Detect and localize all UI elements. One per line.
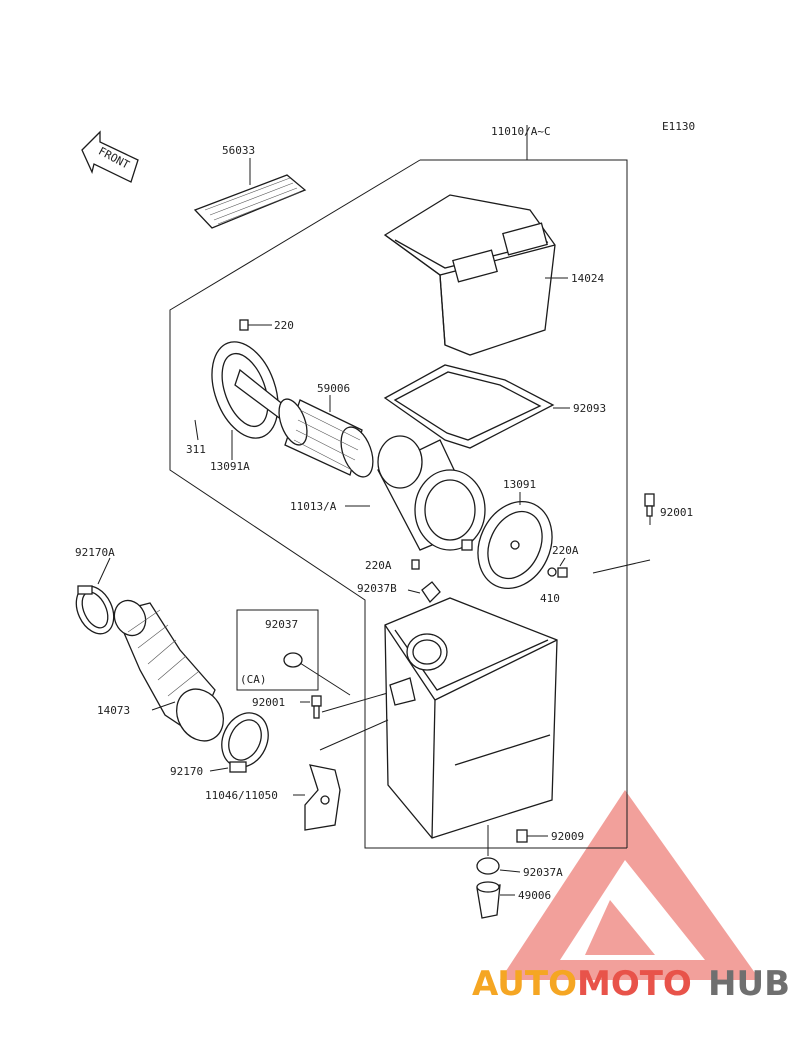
label-11013: 11013/A — [290, 500, 337, 513]
part-14073-duct — [113, 599, 225, 742]
label-14024: 14024 — [571, 272, 604, 285]
label-220-top: 220 — [274, 319, 294, 332]
label-CA: (CA) — [240, 673, 267, 686]
part-92001-right-bolt — [592, 493, 655, 574]
label-56033: 56033 — [222, 144, 255, 157]
label-49006: 49006 — [518, 889, 551, 902]
label-92170A: 92170A — [75, 546, 115, 559]
part-59006-element — [278, 395, 374, 478]
diagram-code: E1130 — [662, 120, 695, 133]
part-92170A-clamp — [75, 557, 115, 635]
label-13091: 13091 — [503, 478, 536, 491]
part-92037B-clip — [407, 581, 441, 604]
label-92093: 92093 — [573, 402, 606, 415]
part-92170-clamp — [209, 712, 269, 773]
label-92037: 92037 — [265, 618, 298, 631]
part-92001-left-bolt — [300, 689, 399, 719]
watermark-part-auto: AUTO — [472, 964, 577, 1004]
label-92037A: 92037A — [523, 866, 563, 879]
label-11010: 11010/A~C — [491, 125, 551, 138]
inset-92037-CA — [236, 609, 351, 696]
part-airbox-body — [319, 597, 558, 839]
watermark-text: AUTO MOTO HUB — [472, 964, 790, 1004]
part-14024-lid — [383, 194, 568, 356]
label-220A-right: 220A — [552, 544, 579, 557]
label-14073: 14073 — [97, 704, 130, 717]
part-56033-pad — [193, 158, 307, 229]
part-220A-screws — [411, 557, 568, 578]
part-49006-cap — [476, 881, 515, 919]
label-92009: 92009 — [551, 830, 584, 843]
label-410: 410 — [540, 592, 560, 605]
part-92037A-clip — [476, 825, 521, 875]
assembly-frame — [169, 125, 628, 849]
part-13091A-cover — [194, 341, 291, 460]
part-220-screw — [239, 319, 272, 331]
label-92001-right: 92001 — [660, 506, 693, 519]
part-11046-bracket — [293, 764, 341, 831]
watermark-logo — [500, 790, 760, 980]
label-92001-left: 92001 — [252, 696, 285, 709]
label-92170: 92170 — [170, 765, 203, 778]
label-92037B: 92037B — [357, 582, 397, 595]
part-11013-filter — [345, 435, 486, 551]
watermark-part-moto: MOTO — [577, 964, 692, 1004]
label-13091A: 13091A — [210, 460, 250, 473]
label-11046: 11046/11050 — [205, 789, 278, 802]
label-311: 311 — [186, 443, 206, 456]
label-59006: 59006 — [317, 382, 350, 395]
part-92009-screw — [516, 829, 548, 843]
part-92093-gasket — [383, 364, 570, 449]
watermark-part-hub: HUB — [708, 964, 790, 1004]
part-13091-plate — [461, 492, 553, 590]
front-arrow-icon: FRONT — [81, 130, 139, 183]
label-220A-left: 220A — [365, 559, 392, 572]
